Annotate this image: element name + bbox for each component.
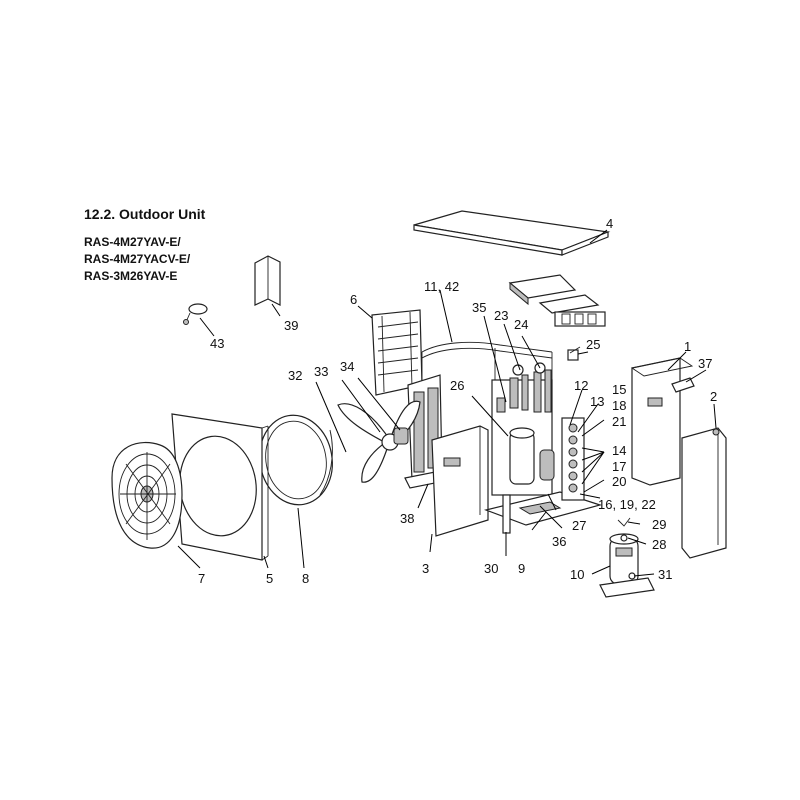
pipe-sensor-assembly bbox=[561, 417, 585, 501]
section-title: 12.2. Outdoor Unit bbox=[84, 206, 206, 222]
callout-37: 37 bbox=[698, 356, 712, 371]
callout-20: 20 bbox=[612, 474, 626, 489]
model-name: RAS-4M27YACV-E/ bbox=[84, 252, 191, 266]
model-list: RAS-4M27YAV-E/ RAS-4M27YACV-E/ RAS-3M26Y… bbox=[84, 234, 190, 285]
internal-compressor bbox=[509, 427, 555, 485]
fan-guard-grille bbox=[111, 441, 183, 549]
callout-labels: 4 1 37 2 11, 42 35 23 24 25 12 15 13 18 … bbox=[198, 216, 717, 586]
callout-9: 9 bbox=[518, 561, 525, 576]
callout-23: 23 bbox=[494, 308, 508, 323]
front-right-panel bbox=[431, 425, 489, 537]
callout-17: 17 bbox=[612, 459, 626, 474]
callout-7: 7 bbox=[198, 571, 205, 586]
cap bbox=[671, 377, 695, 393]
callout-29: 29 bbox=[652, 517, 666, 532]
front-panel bbox=[171, 413, 269, 561]
callout-27: 27 bbox=[572, 518, 586, 533]
callout-28: 28 bbox=[652, 537, 666, 552]
callout-4: 4 bbox=[606, 216, 613, 231]
callout-8: 8 bbox=[302, 571, 309, 586]
compressor bbox=[599, 533, 655, 598]
electrical-box bbox=[508, 274, 606, 327]
callout-2: 2 bbox=[710, 389, 717, 404]
instruction-manual bbox=[254, 255, 281, 306]
callout-30: 30 bbox=[484, 561, 498, 576]
callout-14: 14 bbox=[612, 443, 626, 458]
callout-38: 38 bbox=[400, 511, 414, 526]
callout-35: 35 bbox=[472, 300, 486, 315]
callout-3: 3 bbox=[422, 561, 429, 576]
callout-13: 13 bbox=[590, 394, 604, 409]
callout-12: 12 bbox=[574, 378, 588, 393]
callout-15: 15 bbox=[612, 382, 626, 397]
callout-36: 36 bbox=[552, 534, 566, 549]
model-name: RAS-4M27YAV-E/ bbox=[84, 235, 181, 249]
callout-43: 43 bbox=[210, 336, 224, 351]
callout-31: 31 bbox=[658, 567, 672, 582]
right-side-panel bbox=[630, 357, 694, 486]
callout-34: 34 bbox=[340, 359, 354, 374]
callout-10: 10 bbox=[570, 567, 584, 582]
callout-5: 5 bbox=[266, 571, 273, 586]
callout-32: 32 bbox=[288, 368, 302, 383]
sensor-icon bbox=[183, 303, 208, 325]
terminal-block bbox=[567, 346, 581, 361]
callout-25: 25 bbox=[586, 337, 600, 352]
compressor-fittings bbox=[617, 517, 631, 542]
callout-24: 24 bbox=[514, 317, 528, 332]
callout-1: 1 bbox=[684, 339, 691, 354]
side-grille bbox=[371, 309, 423, 396]
propeller-fan bbox=[337, 400, 421, 483]
drain-pipe bbox=[502, 494, 511, 534]
callout-21: 21 bbox=[612, 414, 626, 429]
callout-11-42: 11, 42 bbox=[424, 279, 459, 294]
callout-16-19-22: 16, 19, 22 bbox=[598, 497, 656, 512]
top-panel bbox=[413, 210, 611, 256]
model-name: RAS-3M26YAV-E bbox=[84, 269, 178, 283]
bellmouth-ring bbox=[259, 414, 333, 506]
callout-33: 33 bbox=[314, 364, 328, 379]
callout-18: 18 bbox=[612, 398, 626, 413]
callout-39: 39 bbox=[284, 318, 298, 333]
callout-6: 6 bbox=[350, 292, 357, 307]
leader-lines bbox=[177, 229, 717, 577]
callout-26: 26 bbox=[450, 378, 464, 393]
valve-cover-panel bbox=[681, 427, 727, 559]
